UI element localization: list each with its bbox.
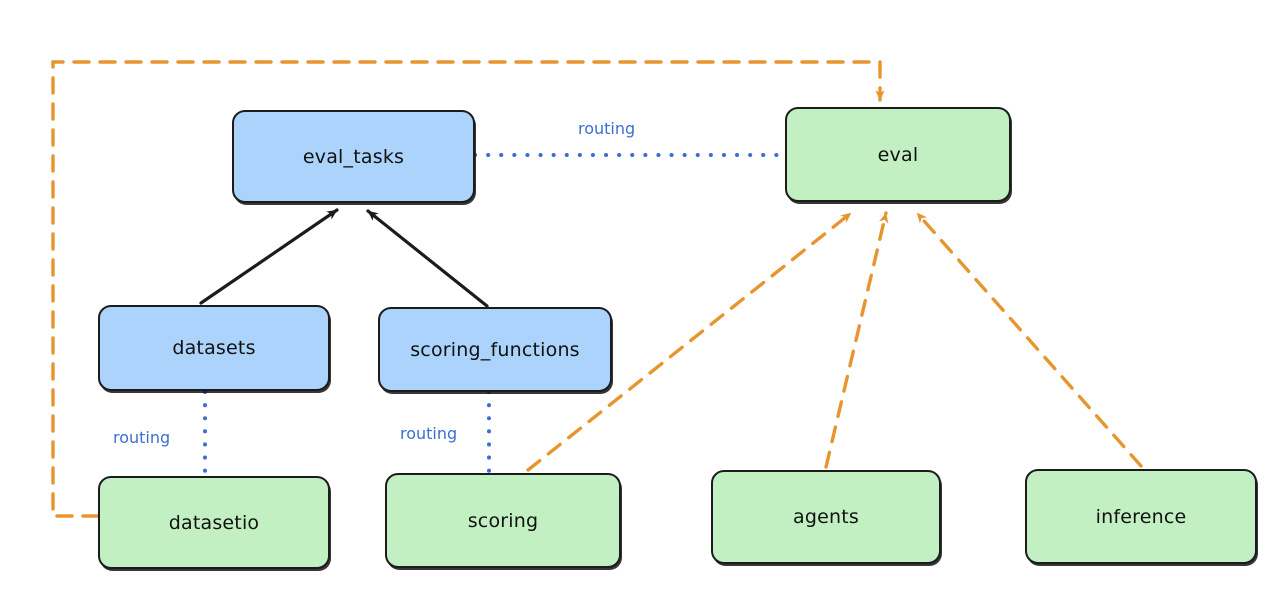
edge-scoring-to-eval <box>526 211 853 472</box>
edge-datasetio-to-eval <box>51 60 885 518</box>
edge-agents-to-eval <box>824 211 889 469</box>
node-scoring[interactable]: scoring <box>385 473 621 568</box>
node-scoring-functions[interactable]: scoring_functions <box>378 307 612 392</box>
node-label: inference <box>1095 505 1187 528</box>
node-eval[interactable]: eval <box>785 107 1011 202</box>
node-label: agents <box>793 506 859 528</box>
node-label: scoring <box>467 509 539 532</box>
node-datasets[interactable]: datasets <box>98 305 330 391</box>
edge-label-routing-datasets: routing <box>113 428 171 447</box>
node-agents[interactable]: agents <box>711 470 941 564</box>
node-datasetio[interactable]: datasetio <box>98 476 330 569</box>
node-eval-tasks[interactable]: eval_tasks <box>232 110 475 203</box>
edge-inference-to-eval <box>915 211 1143 468</box>
node-label: datasets <box>172 337 256 359</box>
node-label: eval_tasks <box>302 145 405 168</box>
edge-scoring-functions-to-eval-tasks <box>366 209 489 308</box>
node-label: scoring_functions <box>410 338 580 361</box>
edge-datasets-to-eval-tasks <box>199 208 339 305</box>
node-inference[interactable]: inference <box>1025 469 1257 564</box>
edge-label-routing-eval: routing <box>578 119 636 138</box>
edge-label-routing-scoring: routing <box>400 424 458 443</box>
node-label: eval <box>877 143 919 166</box>
node-label: datasetio <box>168 511 260 534</box>
